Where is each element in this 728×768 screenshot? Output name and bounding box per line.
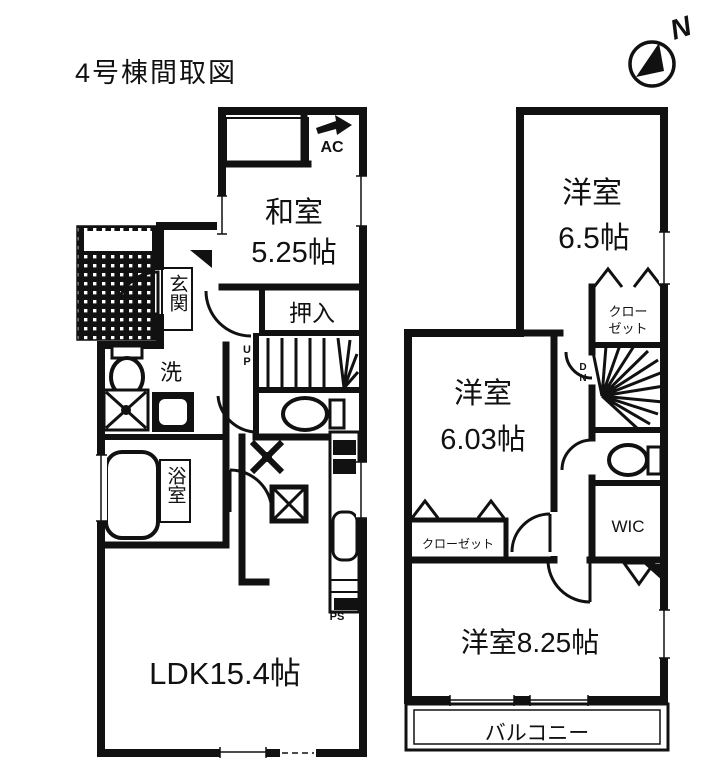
- north-label: N: [666, 10, 696, 46]
- closet-upper-label1: クロー: [608, 304, 647, 319]
- toilet-tank-icon: [646, 445, 663, 476]
- folding-door-icon: [410, 498, 506, 519]
- north-compass: N: [628, 10, 696, 88]
- f2-outer-wall: [404, 107, 668, 704]
- folding-door-icon: [592, 266, 664, 288]
- hall-door-arc: [204, 290, 252, 338]
- second-floor: 洋室 6.5帖 クロー ゼット DN WIC 洋室: [404, 107, 670, 752]
- stove-icon: [333, 459, 356, 474]
- stairs-door-arc: [564, 351, 593, 380]
- ac-label: AC: [320, 139, 344, 156]
- laundry-label: 洗: [160, 360, 182, 385]
- bath-label-box: [159, 459, 191, 523]
- porch-step: [84, 231, 152, 251]
- toilet-bowl-icon: [607, 443, 649, 477]
- window: [659, 609, 670, 659]
- bedroom65-label: 洋室: [562, 177, 622, 210]
- ac-symbol-icon: AC: [316, 115, 352, 156]
- bedroom65-size-label: 6.5帖: [558, 222, 630, 255]
- toilet-door-arc: [216, 395, 255, 434]
- bedroom825-label: 洋室8.25帖: [461, 627, 600, 658]
- toilet-door-arc: [560, 438, 593, 471]
- washitsu-size-label: 5.25帖: [251, 236, 336, 269]
- balcony-label: バルコニー: [485, 722, 590, 745]
- staircase-1f: UP: [241, 333, 362, 440]
- entrance-door-arc: [114, 270, 160, 316]
- washing-machine-pan-icon: [152, 392, 194, 432]
- window: [219, 747, 267, 758]
- genkan-label: 玄関: [167, 274, 188, 312]
- ldk-label: LDK15.4帖: [149, 656, 301, 691]
- genkan-label-box: [161, 267, 193, 331]
- dn-label: DN: [578, 362, 589, 384]
- closet-upper: クロー ゼット: [589, 266, 667, 348]
- washitsu-closet: [222, 114, 312, 168]
- wic-label: WIC: [611, 517, 644, 536]
- oshiire-walls: [259, 287, 362, 336]
- stove-icon: [333, 440, 356, 455]
- page-title: 4号棟間取図: [75, 58, 237, 88]
- toilet-tank-icon: [328, 398, 346, 430]
- genkan-doorway: [218, 291, 226, 335]
- b603-door-arc: [510, 512, 552, 553]
- toilet-bowl-icon: [281, 396, 329, 432]
- floor-hatch-icon: [269, 484, 309, 524]
- kitchen: PS: [238, 430, 361, 623]
- vanity-icon: [102, 388, 150, 432]
- oshiire-label: 押入: [289, 300, 335, 326]
- closet-603: クローゼット: [405, 498, 509, 561]
- ps-label: PS: [330, 611, 345, 623]
- compass-needle-icon: [636, 43, 664, 77]
- balcony: バルコニー: [404, 702, 670, 752]
- kitchen-partition-wall: [238, 433, 270, 586]
- bath-label: 浴室: [165, 466, 187, 504]
- wic-folding-door-icon: [621, 561, 657, 587]
- entrance-doorway: [155, 270, 165, 314]
- b603-doorway: [550, 512, 558, 556]
- staircase-2f: DN: [564, 344, 667, 433]
- closet603-label: クローゼット: [422, 537, 494, 551]
- window: [356, 175, 367, 227]
- b825-door-arc: [546, 559, 592, 604]
- window: [356, 461, 367, 519]
- first-floor: AC 和室 5.25帖 押入 玄関 UP: [76, 107, 367, 758]
- bathtub-icon: [104, 450, 160, 540]
- washitsu-label: 和室: [265, 196, 323, 229]
- bedroom603-label: 洋室: [454, 377, 512, 410]
- bedroom603-size-label: 6.03帖: [440, 423, 525, 456]
- closet-upper-label2: ゼット: [608, 321, 647, 336]
- window: [96, 454, 107, 522]
- washitsu-door-mark: [217, 195, 227, 235]
- compass-circle: [628, 40, 676, 88]
- toilet-2f: [560, 438, 667, 486]
- window: [659, 231, 670, 285]
- window: [280, 749, 316, 757]
- up-label: UP: [241, 344, 253, 368]
- shoe-cabinet-mark: [190, 250, 212, 268]
- f1-outer-wall: [97, 107, 367, 757]
- corner-mark: [644, 564, 664, 582]
- sink-icon: [331, 510, 359, 562]
